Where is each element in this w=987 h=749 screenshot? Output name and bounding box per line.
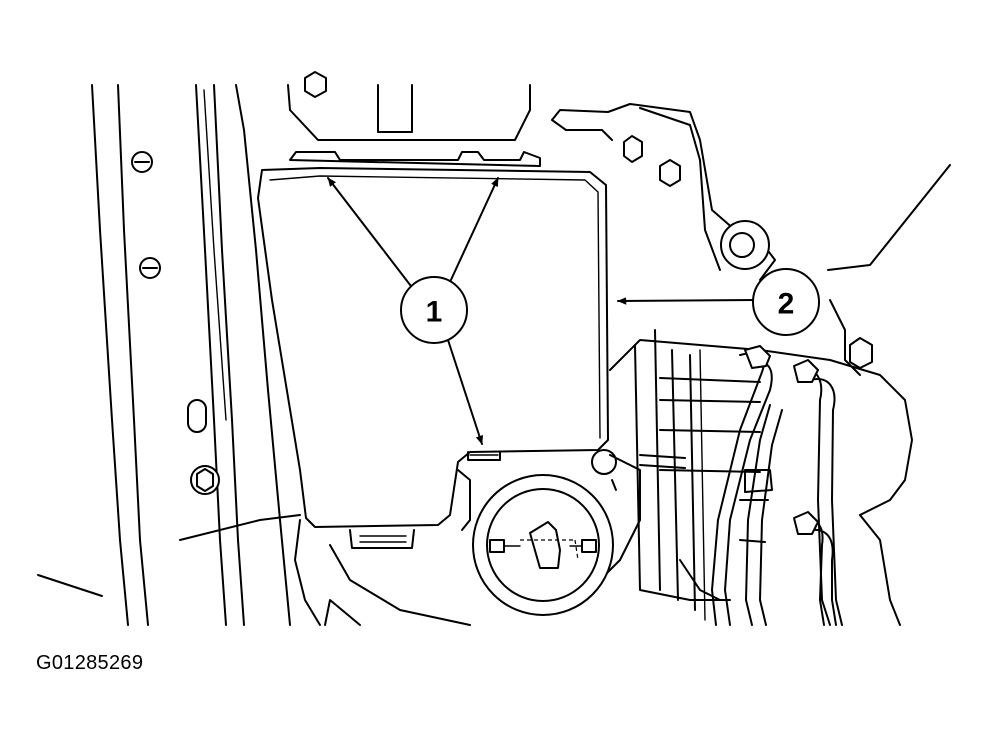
upper-bracket [287,71,531,141]
brake-lines [711,345,843,626]
slot-hole-icon [187,399,207,433]
arrow-to-bottom-clip [447,339,484,445]
arrow-to-module [617,297,755,305]
bolt-icon [849,337,873,369]
left-frame-pillar [91,84,301,626]
arrow-to-top-right-clip [449,177,499,283]
hydraulic-control-unit [609,299,913,626]
cap-tab-icon [529,521,561,569]
lower-housing [294,449,641,626]
bolt-icon [623,135,643,163]
reservoir-cap [472,474,614,616]
figure-id: G01285269 [36,652,144,674]
callout-2-label: 2 [778,288,795,321]
callout-2: 2 [752,268,820,336]
callout-1: 1 [400,276,468,344]
line-fitting-icon [793,359,819,383]
arrow-to-top-left-clip [327,177,415,291]
edge-line [37,574,103,597]
line-fitting-icon [793,511,819,535]
callout-1-label: 1 [426,296,443,329]
callout-arrows [327,177,755,445]
line-fitting-icon [744,345,771,369]
nut-icon [304,71,327,98]
upper-right-bracket [551,103,951,281]
mount-hole-icon [729,232,755,258]
bolt-head-icon [190,465,220,495]
module-cover [257,151,609,549]
bolt-icon [659,159,681,187]
